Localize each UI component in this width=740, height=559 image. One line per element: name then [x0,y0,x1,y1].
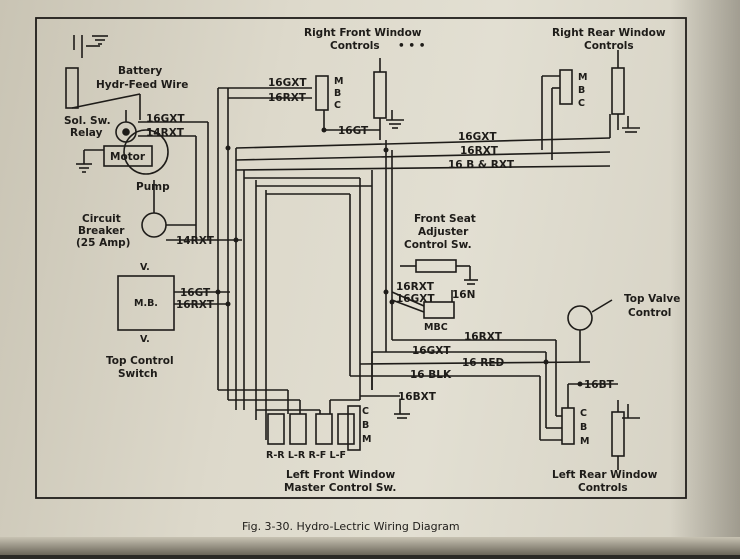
lr-terminal-m: M [580,436,589,447]
figure-caption: Fig. 3-30. Hydro-Lectric Wiring Diagram [242,520,460,533]
lr-terminal-block [561,407,575,445]
rf-window-dots: • • • [398,40,425,52]
rf-terminal-b: B [334,88,341,99]
motor-box [103,145,153,167]
rf-window-label-2: Controls [330,40,380,52]
breaker-label-1: Circuit [82,213,121,225]
lr-window-switch [611,400,640,470]
rr-terminal-m: M [578,72,587,83]
wire-16gxt-main: 16GXT [458,131,497,143]
wire-16n: 16N [452,289,475,301]
rf-window-switch [373,58,404,140]
circuit-breaker-symbol [141,180,242,241]
wire-16bt: 16BT [584,379,615,391]
wire-16rxt-rf: 16RXT [268,92,307,104]
relay-symbol [115,110,137,143]
wire-16rxt-main: 16RXT [460,145,499,157]
mbc-block [423,301,455,319]
lf-window-label-1: Left Front Window [286,469,395,481]
pump-label: Pump [136,181,170,193]
lr-window-label-1: Left Rear Window [552,469,658,481]
motor-label: Motor [110,151,146,163]
wire-16gxt-relay: 16GXT [146,113,185,125]
wire-14rxt-cb: 14RXT [176,235,215,247]
breaker-label-2: Breaker [78,225,125,237]
rr-window-label-1: Right Rear Window [552,27,666,39]
rr-terminal-b: B [578,85,585,96]
junction-dots [215,127,583,387]
wire-16rxt-top: 16RXT [176,299,215,311]
valve-label-1: Top Valve [624,293,680,305]
seat-adjuster-switch [400,259,478,285]
lf-terminal-b: B [362,420,369,431]
master-switch-blocks [267,413,355,445]
lf-window-switch [347,395,410,451]
top-switch-label-2: Switch [118,368,158,380]
rf-terminal-c: C [334,100,341,111]
wire-16gxt-low: 16GXT [412,345,451,357]
wire-16gxt-rf: 16GXT [268,77,307,89]
ground-symbol-motor [76,149,104,173]
top-control-switch-box [117,275,175,331]
diagram-frame [35,17,687,499]
rr-window-label-2: Controls [584,40,634,52]
top-switch-v1: V. [140,262,150,273]
rr-terminal-block [559,69,573,105]
wire-16b-rxt: 16 B & RXT [448,159,515,171]
lf-terminal-c: C [362,406,369,417]
feed-wire-label: Hydr-Feed Wire [96,79,188,91]
master-switch-labels: R-R L-R R-F L-F [266,450,346,461]
page-bottom-edge [0,537,740,555]
feed-wire [71,93,141,109]
wire-16rxt-seat: 16RXT [396,281,435,293]
mbc-label: MBC [424,322,448,333]
wire-16bxt: 16BXT [398,391,437,403]
wire-16gxt-seat: 16GXT [396,293,435,305]
rf-terminal-block [315,75,329,111]
wire-16gt-top: 16GT [180,287,211,299]
breaker-label-3: (25 Amp) [76,237,130,249]
battery-symbol [65,35,108,109]
battery-label: Battery [118,65,162,77]
relay-label-2: Relay [70,127,103,139]
lr-terminal-c: C [580,408,587,419]
seat-label-3: Control Sw. [404,239,472,251]
lr-window-label-2: Controls [578,482,628,494]
lf-terminal-m: M [362,434,371,445]
seat-label-2: Adjuster [418,226,469,238]
rr-window-switch [611,50,640,133]
wire-16rxt-low: 16RXT [464,331,503,343]
lf-window-label-2: Master Control Sw. [284,482,396,494]
top-switch-mb: M.B. [134,298,158,309]
wire-14rxt-relay: 14RXT [146,127,185,139]
rr-terminal-c: C [578,98,585,109]
top-switch-label-1: Top Control [106,355,174,367]
rf-window-label-1: Right Front Window [304,27,422,39]
wire-16gt-rf: 16GT [338,125,369,137]
rf-terminal-m: M [334,76,343,87]
lr-terminal-b: B [580,422,587,433]
pump-symbol [123,129,169,175]
relay-label-1: Sol. Sw. [64,115,111,127]
wire-16red: 16 RED [462,357,505,369]
page-edge-shadow [670,0,740,555]
top-valve-symbol [567,299,613,362]
seat-label-1: Front Seat [414,213,476,225]
valve-label-2: Control [628,307,671,319]
top-switch-v2: V. [140,334,150,345]
wire-16blk: 16 BLK [410,369,452,381]
